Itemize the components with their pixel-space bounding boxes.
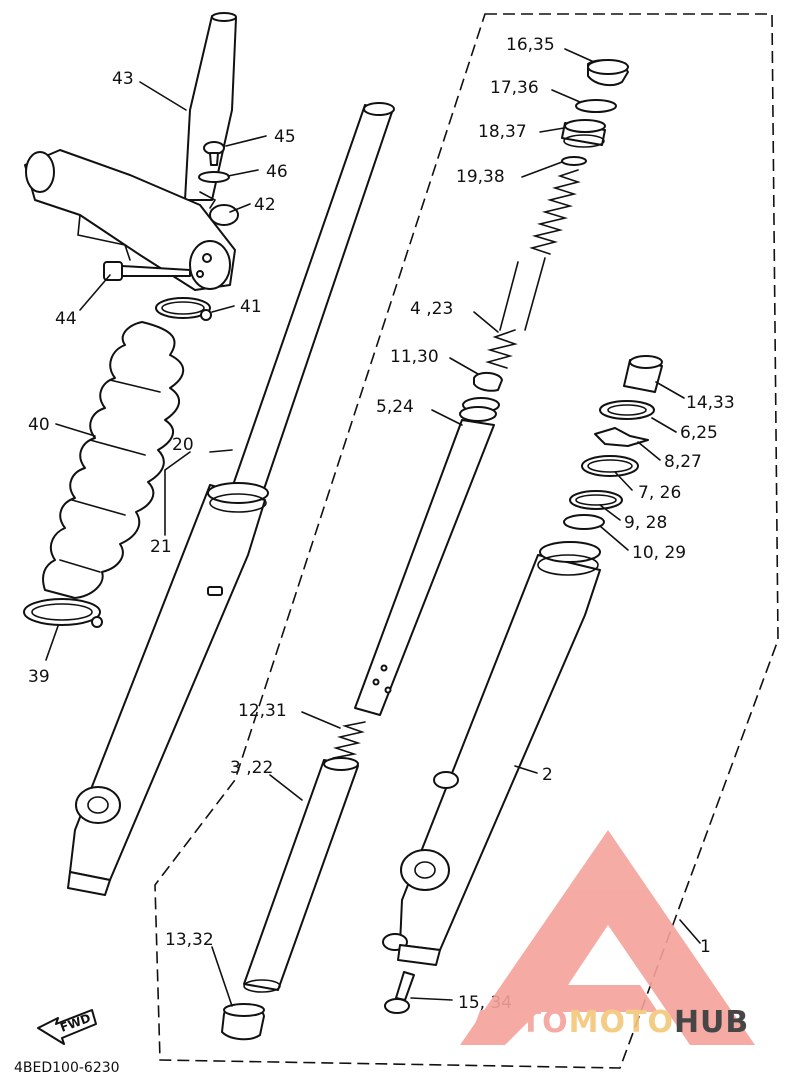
circlip-part	[575, 99, 617, 113]
label-44: 44	[55, 309, 77, 329]
cap-part	[587, 59, 629, 87]
fork-boot-part	[42, 321, 185, 599]
label-8-27: 8,27	[664, 452, 702, 472]
washer-part	[198, 171, 230, 183]
screw-part	[203, 141, 225, 166]
upper-band-part	[155, 297, 212, 321]
label-18-37: 18,37	[478, 122, 527, 142]
rebound-spring-part	[332, 721, 366, 759]
oil-seal-washer-part	[581, 455, 639, 477]
label-42: 42	[254, 195, 276, 215]
slide-metal-part	[221, 1003, 265, 1041]
fork-outer-tube-part	[382, 541, 601, 966]
seal-washer-part	[569, 490, 623, 510]
clip-part	[199, 191, 239, 226]
label-12-31: 12,31	[238, 701, 287, 721]
label-46: 46	[266, 162, 288, 182]
spring-seat-washer-part	[561, 156, 587, 166]
label-45: 45	[274, 127, 296, 147]
fork-inner-tube-part	[243, 757, 359, 993]
label-41: 41	[240, 297, 262, 317]
label-1: 1	[700, 937, 711, 957]
label-43: 43	[112, 69, 134, 89]
lower-band-part	[23, 598, 103, 628]
label-9-28: 9, 28	[624, 513, 667, 533]
label-19-38: 19,38	[456, 167, 505, 187]
label-4-23: 4 ,23	[410, 299, 453, 319]
oil-lock-piece-part	[473, 372, 503, 392]
label-10-29: 10, 29	[632, 543, 686, 563]
label-16-35: 16,35	[506, 35, 555, 55]
spacer-part	[561, 119, 606, 148]
label-3-22: 3 ,22	[230, 758, 273, 778]
fork-spring-part	[485, 169, 581, 369]
label-20: 20	[172, 435, 194, 455]
diagram-code: 4BED100-6230	[14, 1060, 120, 1076]
seal-ring-part	[563, 514, 605, 530]
oil-seal-part	[599, 400, 655, 420]
part-number-labels: 16,35 17,36 18,37 19,38 4 ,23 11,30 5,24…	[28, 35, 735, 1013]
label-2: 2	[542, 765, 553, 785]
label-21: 21	[150, 537, 172, 557]
label-6-25: 6,25	[680, 423, 718, 443]
dust-seal-part	[623, 355, 663, 393]
label-7-26: 7, 26	[638, 483, 681, 503]
fork-assembly-boundary	[154, 13, 779, 1069]
automotohub-watermark: AUTOMOTOHUB	[460, 830, 755, 1045]
label-39: 39	[28, 667, 50, 687]
label-11-30: 11,30	[390, 347, 439, 367]
fwd-arrow-icon: FWD	[37, 1009, 97, 1045]
leader-lines	[45, 48, 701, 1007]
oil-seal-clip-part	[594, 427, 649, 447]
watermark-text: AUTOMOTOHUB	[472, 1005, 749, 1040]
label-5-24: 5,24	[376, 397, 414, 417]
label-13-32: 13,32	[165, 930, 214, 950]
bolt-part	[103, 261, 191, 281]
label-14-33: 14,33	[686, 393, 735, 413]
steering-stem-part	[24, 12, 237, 291]
label-17-36: 17,36	[490, 78, 539, 98]
outer-tube-part	[67, 482, 269, 896]
watermark-logo	[460, 830, 755, 1045]
label-40: 40	[28, 415, 50, 435]
damper-rod-part	[354, 397, 500, 716]
drain-bolt-part	[384, 971, 415, 1014]
